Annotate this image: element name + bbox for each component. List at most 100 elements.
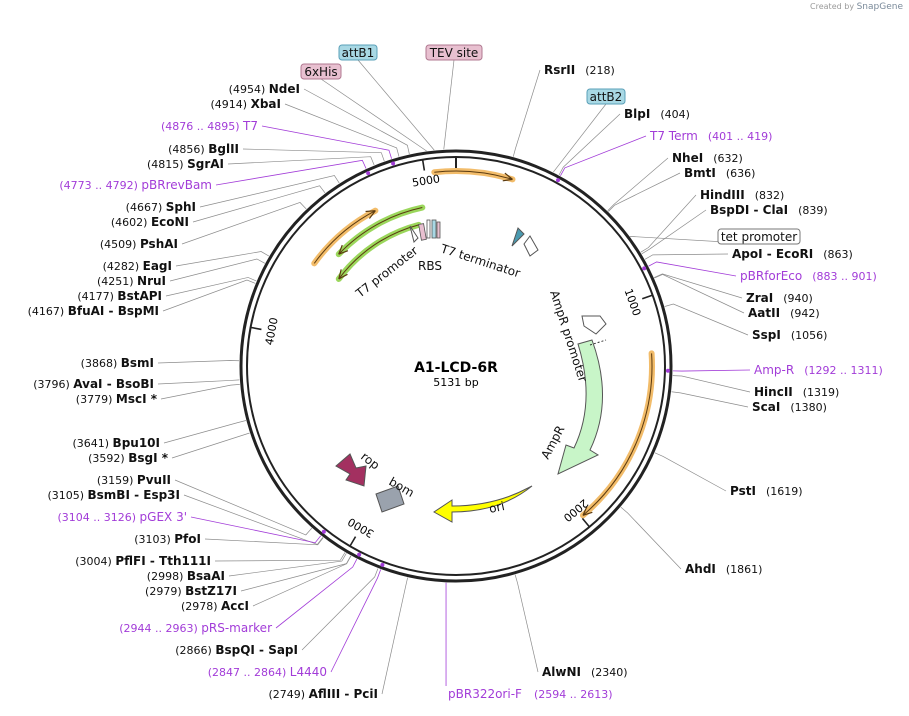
ori-arrow <box>433 485 533 523</box>
site-label-pfoi: (3103) PfoI <box>134 532 201 546</box>
primer-mark <box>380 562 385 567</box>
tick-mark <box>641 294 653 300</box>
site-label-scai: ScaI(1380) <box>752 400 827 414</box>
site-leader <box>648 261 737 277</box>
box-leader <box>320 78 427 152</box>
site-label-xbai: (4914) XbaI <box>211 97 281 111</box>
tick-label: 1000 <box>622 287 644 318</box>
t7-promoter-cluster <box>409 219 441 243</box>
site-leader <box>261 125 392 159</box>
site-label-sgrai: (4815) SgrAI <box>147 157 224 171</box>
site-label-pflfi-tth111i: (3004) PflFI - Tth111I <box>75 554 211 568</box>
site-label-bsaai: (2998) BsaAI <box>147 569 225 583</box>
site-leader <box>644 253 729 260</box>
tick-mark <box>250 326 262 331</box>
site-leader <box>190 516 322 544</box>
site-leader <box>641 209 707 255</box>
feature-t7-terminator-label: T7 terminator <box>438 241 522 280</box>
site-leader <box>301 568 379 651</box>
primer-label-t7-term: T7 Term(401 .. 419) <box>649 129 772 143</box>
site-label-acci: (2978) AccI <box>181 599 249 613</box>
site-label-nrui: (4251) NruI <box>97 274 166 288</box>
primer-mark <box>642 266 647 271</box>
tev-block <box>436 221 441 239</box>
site-leader <box>620 506 682 570</box>
arc-left-green-outer <box>335 204 426 258</box>
site-leader <box>672 375 751 393</box>
site-label-bstz17i: (2979) BstZ17I <box>145 584 237 598</box>
site-label-nhei: NheI(632) <box>672 151 743 165</box>
ampr-start-mark <box>589 339 607 346</box>
site-leader <box>171 432 250 459</box>
site-leader <box>514 574 539 673</box>
site-leader <box>242 148 385 162</box>
site-leader <box>169 258 266 282</box>
site-label-bfuai-bspmi: (4167) BfuAI - BspMI <box>28 304 159 318</box>
attb2-block <box>511 227 525 247</box>
site-leader <box>215 159 367 186</box>
site-label-hincii: HincII(1319) <box>754 385 839 399</box>
site-label-zrai: ZraI(940) <box>746 291 813 305</box>
attb1-block <box>431 219 437 239</box>
backbone-outer <box>239 149 673 583</box>
primer-label-l4440: (2847 .. 2864) L4440 <box>208 665 327 679</box>
site-label-avai-bsobi: (3796) AvaI - BsoBI <box>33 377 154 391</box>
primer-mark <box>665 368 670 373</box>
tick-label: 5000 <box>411 172 441 189</box>
feature-ori-label: ori <box>488 499 506 516</box>
box-attb2 <box>586 88 626 105</box>
primer-mark <box>366 171 371 176</box>
site-leader <box>608 172 681 212</box>
box-attb1 <box>338 44 378 61</box>
box-label-tet-promoter: tet promoter <box>721 230 797 244</box>
site-label-apoi-ecori: ApoI - EcoRI(863) <box>732 247 853 261</box>
site-leader <box>199 175 340 208</box>
primer-label-pgex-3: (3104 .. 3126) pGEX 3' <box>57 510 187 524</box>
site-label-bglii: (4856) BglII <box>168 142 239 156</box>
ampr-promoter-arrow <box>581 315 607 335</box>
site-leader <box>204 537 324 546</box>
box-leader <box>357 59 435 151</box>
box-tev-site <box>425 44 483 61</box>
ampr-arrow <box>557 339 603 475</box>
site-leader <box>654 273 743 299</box>
site-label-bspqi-sapi: (2866) BspQI - SapI <box>175 643 298 657</box>
primer-label-pbrforeco: pBRforEco(883 .. 901) <box>740 269 877 283</box>
site-label-bpu10i: (3641) Bpu10I <box>72 436 160 450</box>
site-label-bstapi: (4177) BstAPI <box>77 289 162 303</box>
plasmid-length: 5131 bp <box>433 376 478 389</box>
site-label-sspi: SspI(1056) <box>752 328 827 342</box>
primer-label-prs-marker: (2944 .. 2963) pRS-marker <box>119 621 272 635</box>
site-label-bmti: BmtI(636) <box>684 166 755 180</box>
box-label-attb2: attB2 <box>590 90 623 104</box>
tick-label: 2000 <box>561 496 591 524</box>
site-leader <box>607 157 669 212</box>
tick-mark <box>349 536 357 547</box>
site-leader <box>157 360 240 364</box>
site-label-pvuii: (3159) PvuII <box>97 473 171 487</box>
tick-mark <box>581 517 591 528</box>
primer-mark <box>556 178 561 183</box>
box-leader <box>443 59 455 150</box>
site-leader <box>512 69 541 157</box>
site-leader <box>672 369 751 372</box>
site-leader <box>174 479 313 536</box>
site-leader <box>252 555 352 607</box>
site-label-eagi: (4282) EagI <box>103 259 172 273</box>
site-label-blpi: BlpI(404) <box>624 107 690 121</box>
site-label-ahdi: AhdI(1861) <box>685 562 762 576</box>
site-leader <box>192 185 326 223</box>
feature-rbs-label: RBS <box>418 259 442 273</box>
primer-mark <box>391 161 396 166</box>
site-leader <box>275 558 358 629</box>
tick-label: 3000 <box>346 515 377 540</box>
site-label-psti: PstI(1619) <box>730 484 803 498</box>
site-leader <box>227 156 375 166</box>
site-leader <box>303 88 410 155</box>
site-leader <box>560 135 647 176</box>
box-leader <box>553 103 607 173</box>
site-label-msci: (3779) MscI * <box>76 392 158 406</box>
site-label-afliii-pcii: (2749) AflIII - PciI <box>269 687 378 701</box>
site-leader <box>163 420 247 444</box>
t7-terminator-arrow <box>523 235 539 257</box>
